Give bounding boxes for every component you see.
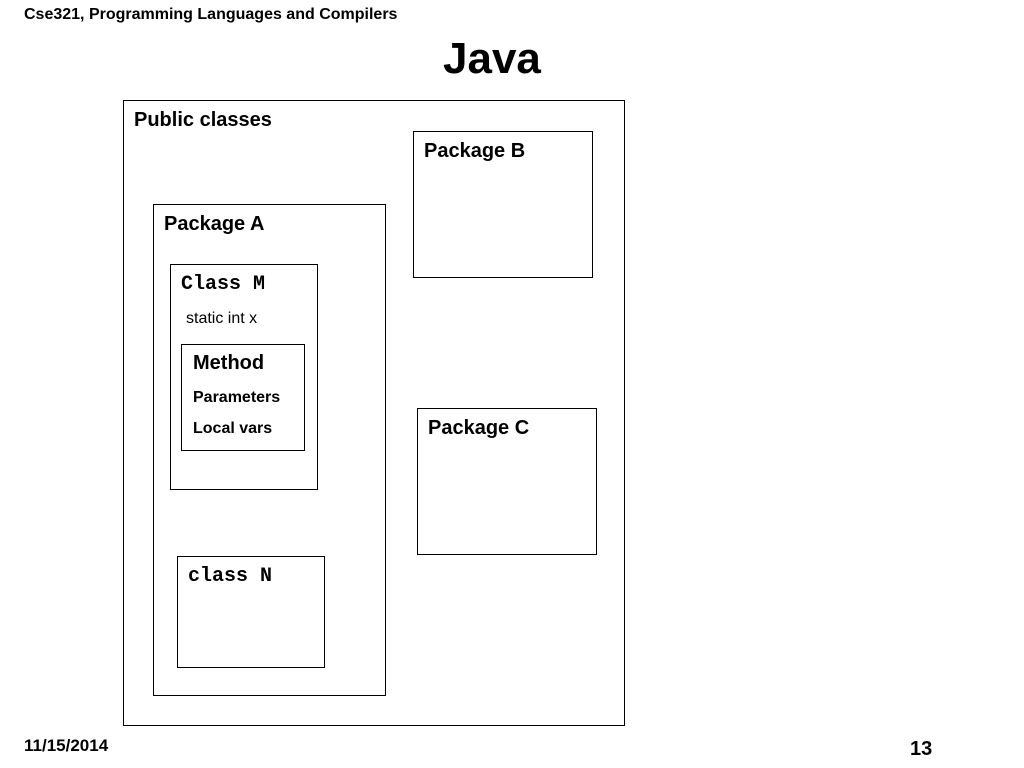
class-m-label: Class M [181,273,266,296]
class-n-box: class N [177,556,325,668]
package-b-box: Package B [413,131,593,278]
slide-title: Java [443,34,541,83]
method-local-vars: Local vars [193,420,273,437]
package-b-label: Package B [424,140,526,162]
package-c-label: Package C [428,417,530,439]
package-c-box: Package C [417,408,597,555]
package-a-label: Package A [164,213,265,235]
course-header: Cse321, Programming Languages and Compil… [24,6,398,23]
class-n-label: class N [188,565,273,588]
slide-date: 11/15/2014 [24,736,109,755]
page-number: 13 [910,738,933,760]
public-classes-label: Public classes [134,109,272,131]
class-m-box: Class M static int x [170,264,318,490]
method-box: Method Parameters Local vars [181,344,305,451]
method-label: Method [193,352,265,374]
method-parameters: Parameters [193,389,281,406]
class-m-field: static int x [186,310,258,327]
public-classes-box: Public classes [123,100,625,726]
package-a-box: Package A [153,204,386,696]
